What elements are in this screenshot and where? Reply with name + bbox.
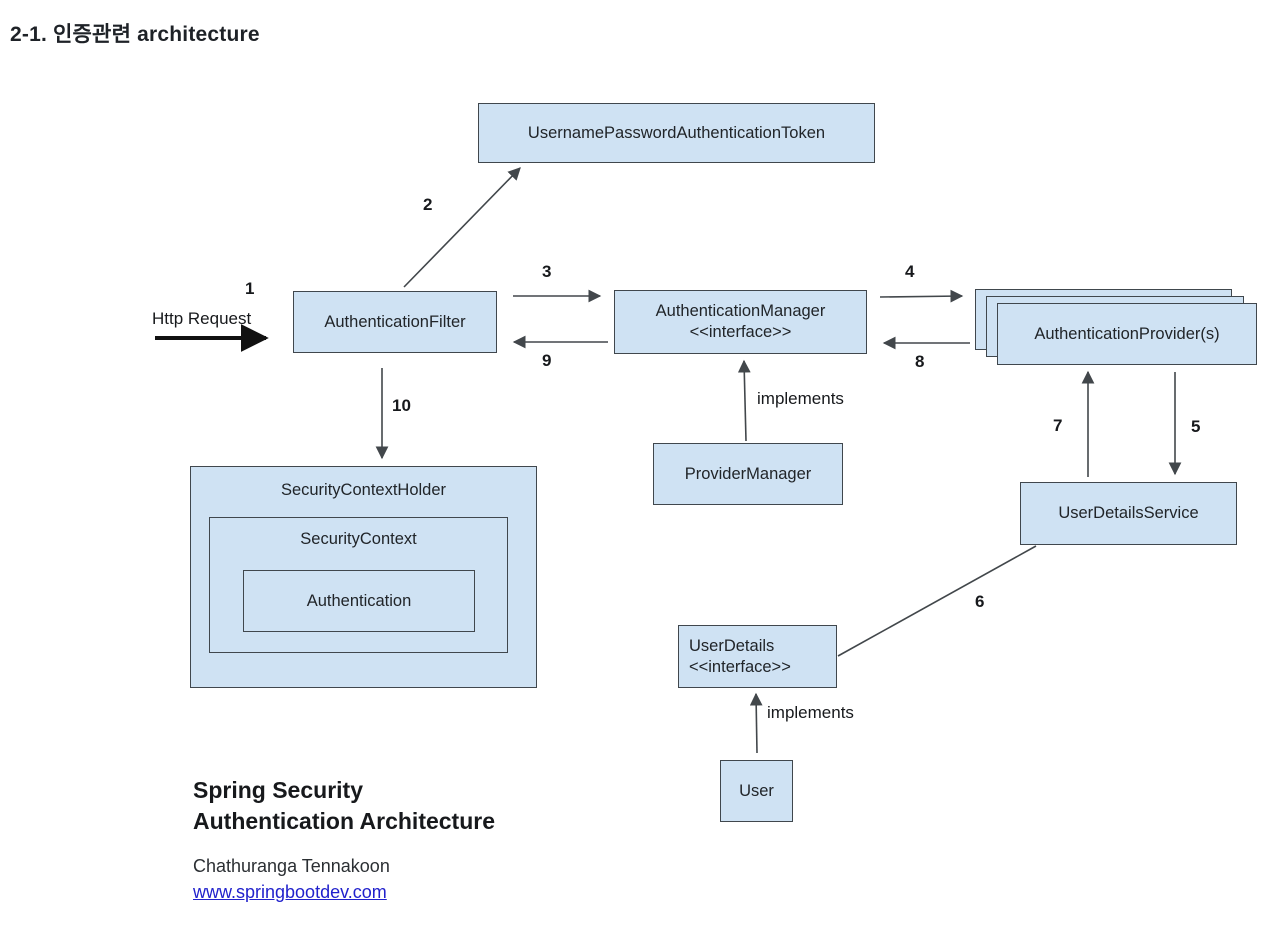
label-implements-provider-manager: implements: [757, 389, 844, 408]
node-username-password-authentication-token: UsernamePasswordAuthenticationToken: [478, 103, 875, 163]
label-implements-user: implements: [767, 703, 854, 722]
node-label: Authentication: [306, 591, 412, 610]
node-label: UserDetailsService: [1058, 504, 1199, 523]
label-step-10: 10: [392, 396, 411, 415]
edge-step4-manager-to-providers: [879, 289, 964, 303]
node-user-details-service: UserDetailsService: [1020, 482, 1237, 545]
label-step-7: 7: [1053, 416, 1063, 435]
label-step-9: 9: [542, 351, 552, 370]
node-authentication-manager: AuthenticationManager <<interface>>: [614, 290, 867, 354]
node-label: UserDetails: [689, 636, 775, 655]
edge-step6-userdetails-to-uds: [837, 545, 1037, 657]
node-label: ProviderManager: [684, 464, 812, 483]
label-step-5: 5: [1191, 417, 1201, 436]
edge-implements-providermanager-to-manager: [737, 359, 751, 442]
label-step-1: 1: [245, 279, 255, 298]
node-user: User: [720, 760, 793, 822]
node-security-context-holder: SecurityContextHolder SecurityContext Au…: [190, 466, 537, 688]
label-step-6: 6: [975, 592, 985, 611]
node-label: AuthenticationFilter: [324, 312, 466, 331]
node-user-details: UserDetails <<interface>>: [678, 625, 837, 688]
node-authentication: Authentication: [243, 570, 475, 632]
page-title: 2-1. 인증관련 architecture: [10, 23, 260, 46]
node-label: UsernamePasswordAuthenticationToken: [527, 123, 826, 142]
node-authentication-filter: AuthenticationFilter: [293, 291, 497, 353]
footer-author: Chathuranga Tennakoon: [193, 856, 390, 876]
label-step-3: 3: [542, 262, 552, 281]
node-stereotype: <<interface>>: [689, 323, 792, 341]
footer-title-line2: Authentication Architecture: [193, 808, 496, 834]
footer-title-line1: Spring Security: [193, 777, 363, 803]
footer-website-link[interactable]: www.springbootdev.com: [193, 882, 387, 902]
node-label: SecurityContext: [300, 530, 417, 548]
node-authentication-providers: AuthenticationProvider(s): [997, 303, 1257, 365]
footer-title: Spring Security Authentication Architect…: [193, 775, 495, 837]
node-stereotype: <<interface>>: [689, 657, 791, 676]
node-label: AuthenticationProvider(s): [1034, 324, 1220, 343]
label-http-request: Http Request: [152, 309, 252, 328]
node-label: User: [739, 781, 774, 800]
edge-step2-filter-to-token: [403, 167, 521, 288]
node-label: AuthenticationManager: [655, 302, 826, 321]
node-label: SecurityContextHolder: [280, 481, 447, 499]
node-provider-manager: ProviderManager: [653, 443, 843, 505]
edge-implements-user-to-userdetails: [749, 692, 763, 754]
label-step-2: 2: [423, 195, 433, 214]
label-step-8: 8: [915, 352, 925, 371]
node-security-context: SecurityContext Authentication: [209, 517, 508, 653]
label-step-4: 4: [905, 262, 915, 281]
